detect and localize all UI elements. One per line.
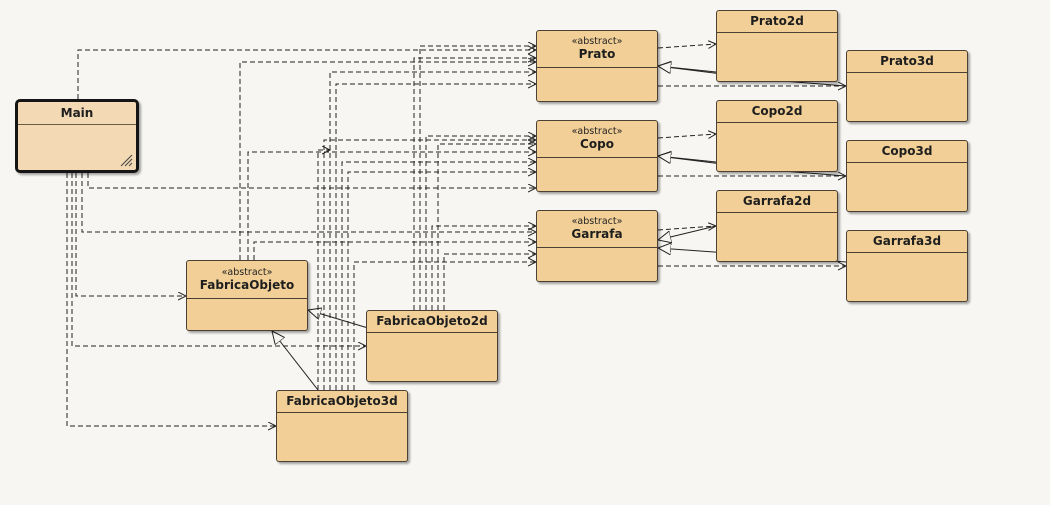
main-uses-fabricaobjeto[interactable] bbox=[75, 173, 186, 296]
class-garrafa2d[interactable]: Garrafa2d bbox=[716, 190, 838, 262]
fabricaobjeto2d-inherits-fabricaobjeto[interactable] bbox=[308, 310, 369, 329]
class-garrafa[interactable]: «abstract» Garrafa bbox=[536, 210, 658, 282]
main-uses-fabricaobjeto2d[interactable] bbox=[71, 173, 366, 346]
main-uses-copo[interactable] bbox=[87, 173, 536, 188]
fabricaobjeto3d-uses-garrafa[interactable] bbox=[353, 262, 536, 390]
fabricaobjeto-uses-garrafa[interactable] bbox=[253, 242, 536, 260]
class-stereotype: «abstract» bbox=[571, 126, 623, 137]
class-stereotype: «abstract» bbox=[221, 266, 273, 278]
fabricaobjeto2d-uses-copo[interactable] bbox=[425, 136, 536, 310]
main-uses-garrafa[interactable] bbox=[81, 173, 536, 232]
fabricaobjeto3d-uses-prato[interactable] bbox=[329, 72, 536, 390]
fabricaobjeto-uses-prato[interactable] bbox=[239, 62, 536, 260]
class-name: Copo3d bbox=[881, 144, 933, 158]
fabricaobjeto3d-uses-copo-b[interactable] bbox=[347, 172, 536, 390]
class-name: FabricaObjeto2d bbox=[376, 314, 488, 328]
class-name: Copo2d bbox=[751, 104, 803, 118]
class-fabricaobjeto[interactable]: «abstract» FabricaObjeto bbox=[186, 260, 308, 331]
class-name: Prato2d bbox=[750, 14, 804, 28]
fabricaobjeto3d-uses-copo-c[interactable] bbox=[323, 140, 536, 390]
class-name: Garrafa3d bbox=[872, 234, 942, 248]
fabricaobjeto3d-aux[interactable] bbox=[317, 150, 330, 390]
main-uses-prato[interactable] bbox=[77, 50, 536, 99]
fabricaobjeto3d-uses-prato-b[interactable] bbox=[335, 84, 536, 390]
fabricaobjeto2d-uses-garrafa-b[interactable] bbox=[443, 254, 536, 310]
fabricaobjeto2d-uses-prato-b[interactable] bbox=[413, 58, 536, 310]
class-copo[interactable]: «abstract» Copo bbox=[536, 120, 658, 192]
class-name: FabricaObjeto3d bbox=[286, 394, 398, 408]
fabricaobjeto3d-inherits-fabricaobjeto[interactable] bbox=[272, 331, 319, 391]
class-prato[interactable]: «abstract» Prato bbox=[536, 30, 658, 102]
class-prato3d[interactable]: Prato3d bbox=[846, 50, 968, 122]
fabricaobjeto-uses-copo[interactable] bbox=[247, 152, 536, 260]
class-name: Main bbox=[60, 105, 94, 120]
class-name: Prato bbox=[578, 47, 616, 61]
class-stereotype: «abstract» bbox=[571, 216, 623, 227]
fabricaobjeto2d-uses-prato[interactable] bbox=[419, 46, 536, 310]
class-name: Garrafa2d bbox=[742, 194, 812, 208]
fabricaobjeto3d-uses-copo[interactable] bbox=[341, 162, 536, 390]
class-garrafa3d[interactable]: Garrafa3d bbox=[846, 230, 968, 302]
class-name: FabricaObjeto bbox=[199, 277, 295, 292]
class-name: Prato3d bbox=[880, 54, 934, 68]
prato-uses-prato2d[interactable] bbox=[657, 44, 716, 48]
garrafa-uses-garrafa2d[interactable] bbox=[657, 226, 716, 230]
class-fabricaobjeto2d[interactable]: FabricaObjeto2d bbox=[366, 310, 498, 382]
copo-uses-copo2d[interactable] bbox=[657, 134, 716, 138]
fabricaobjeto2d-uses-garrafa[interactable] bbox=[431, 226, 536, 310]
class-stereotype: «abstract» bbox=[571, 36, 623, 47]
resize-grip-icon[interactable] bbox=[119, 153, 133, 167]
main-uses-fabricaobjeto3d[interactable] bbox=[66, 173, 276, 426]
class-name: Copo bbox=[580, 137, 614, 151]
class-copo2d[interactable]: Copo2d bbox=[716, 100, 838, 172]
garrafa2d-inherits-garrafa[interactable] bbox=[658, 225, 717, 240]
class-copo3d[interactable]: Copo3d bbox=[846, 140, 968, 212]
fabricaobjeto2d-uses-copo-b[interactable] bbox=[437, 144, 536, 310]
class-fabricaobjeto3d[interactable]: FabricaObjeto3d bbox=[276, 390, 408, 462]
class-name: Garrafa bbox=[571, 227, 623, 241]
class-main[interactable]: Main bbox=[15, 99, 139, 173]
class-prato2d[interactable]: Prato2d bbox=[716, 10, 838, 82]
